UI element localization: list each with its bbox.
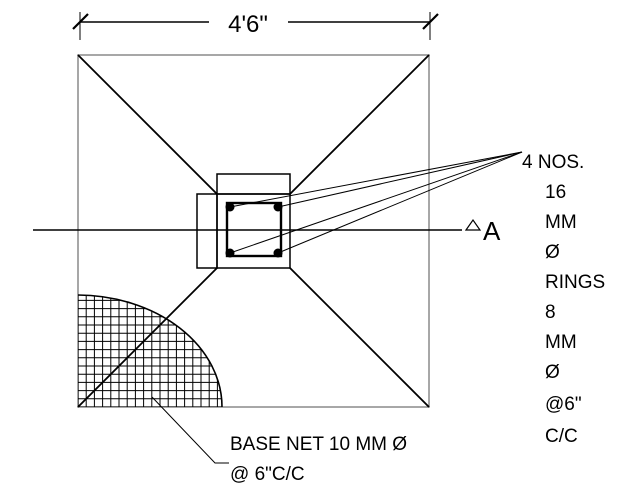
reinforcement-leaders	[229, 151, 523, 254]
footing-outline	[77, 54, 430, 408]
base-net-note: BASE NET 10 MM Ø @ 6"C/C	[230, 434, 412, 485]
section-label: A	[483, 216, 501, 246]
base-net-line1: BASE NET 10 MM Ø	[230, 434, 407, 455]
reinforcement-line: 8	[545, 302, 556, 323]
pedestal-diagonals	[77, 54, 430, 408]
reinforcement-line: MM	[545, 332, 577, 353]
column-pedestal	[196, 173, 291, 269]
base-net-line2: @ 6"C/C	[230, 464, 305, 485]
width-dimension-label: 4'6"	[228, 11, 268, 38]
reinforcement-line: @6"	[545, 394, 582, 415]
section-arrow-icon	[464, 218, 482, 231]
reinforcement-line: Ø	[545, 362, 560, 383]
base-net-mesh	[77, 294, 223, 408]
reinforcement-line: MM	[545, 212, 577, 233]
main-bars	[225, 202, 283, 258]
reinforcement-line: C/C	[545, 426, 578, 447]
base-net-leader	[151, 396, 229, 464]
reinforcement-line: 4 NOS.	[522, 152, 584, 173]
width-dimension	[72, 12, 439, 40]
reinforcement-note: 4 NOS. 16 MM Ø RINGS 8 MM Ø @6" C/C	[522, 152, 610, 447]
reinforcement-line: Ø	[545, 242, 560, 263]
reinforcement-line: RINGS	[545, 272, 605, 293]
reinforcement-line: 16	[545, 182, 566, 203]
